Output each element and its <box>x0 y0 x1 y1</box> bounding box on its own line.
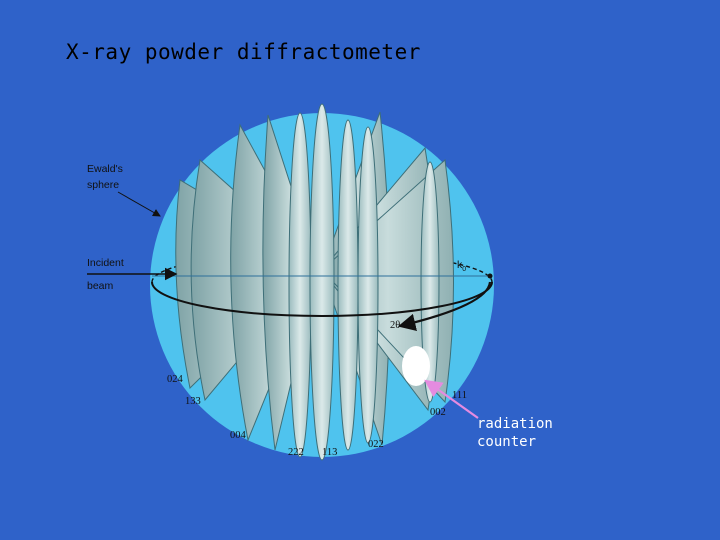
index-111: 111 <box>452 390 467 401</box>
index-004: 004 <box>230 430 247 441</box>
index-133: 133 <box>185 396 201 407</box>
index-222: 222 <box>288 447 304 458</box>
k0-subscript: 0 <box>462 266 466 273</box>
index-022: 022 <box>368 439 384 450</box>
ewald-arrow <box>118 192 160 216</box>
beam-label: beam <box>87 280 114 292</box>
index-002: 002 <box>430 407 446 418</box>
counter-window <box>402 346 430 386</box>
index-024: 024 <box>167 374 184 385</box>
ewald-label-line2: sphere <box>87 179 119 191</box>
counter-label-line2: counter <box>477 433 553 451</box>
radiation-counter-label: radiation counter <box>477 415 553 451</box>
ewald-label-line1: Ewald's <box>87 163 123 175</box>
two-theta-label: 2θ <box>390 320 400 331</box>
counter-label-line1: radiation <box>477 415 553 433</box>
index-113: 113 <box>322 447 337 458</box>
incident-label: Incident <box>87 257 124 269</box>
